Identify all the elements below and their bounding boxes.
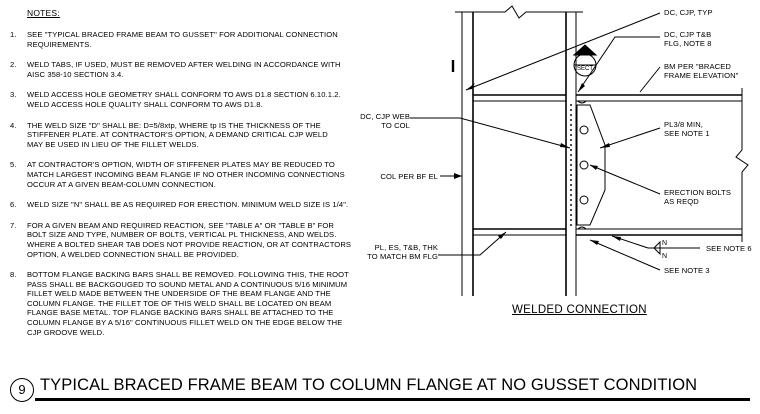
note-item: 6. WELD SIZE "N" SHALL BE AS REQUIRED FOR… (10, 200, 480, 210)
note-number: 5. (10, 160, 17, 170)
weld-size-n-top: N (662, 240, 667, 247)
label-dc-cjp-tb: DC, CJP T&B FLG, NOTE 8 (664, 30, 712, 49)
label-erection-bolts: ERECTION BOLTS AS REQD (664, 188, 732, 207)
leader-dc-cjp-tb (577, 36, 660, 93)
note-text: BOTTOM FLANGE BACKING BARS SHALL BE REMO… (27, 270, 349, 337)
arrow-dc-cjp-web (560, 143, 570, 148)
column-break-top (455, 5, 583, 19)
title-block: 9 TYPICAL BRACED FRAME BEAM TO COLUMN FL… (10, 372, 755, 406)
arrow-weld (612, 236, 621, 241)
notes-title: NOTES: (27, 8, 60, 18)
leader-see-note-3 (589, 239, 661, 271)
title-underline (35, 398, 750, 401)
arrow-see-note-3 (590, 240, 599, 245)
leader-bm-per (639, 66, 661, 93)
leader-pl-es (438, 231, 507, 256)
label-see-note-6: SEE NOTE 6 (706, 244, 752, 253)
shear-tab-plate (576, 104, 606, 226)
label-dc-cjp-web: DC, CJP WEB TO COL (360, 112, 410, 131)
note-item: 2. WELD TABS, IF USED, MUST BE REMOVED AF… (10, 60, 480, 79)
note-number: 7. (10, 220, 17, 230)
detail-number: 9 (10, 378, 34, 402)
arrow-erection-bolts (590, 165, 598, 170)
note-item: 4. THE WELD SIZE "D" SHALL BE: D=5/8xtp, … (10, 121, 480, 150)
note-number: 2. (10, 60, 17, 70)
leader-pl-min (599, 127, 661, 149)
erection-bolt-1 (579, 125, 589, 135)
label-dc-cjp-typ: DC, CJP, TYP (664, 8, 713, 17)
beam-break-line (735, 88, 749, 242)
erection-bolt-2 (579, 160, 589, 170)
note-number: 6. (10, 200, 17, 210)
detail-title: TYPICAL BRACED FRAME BEAM TO COLUMN FLAN… (40, 376, 698, 394)
note-number: 3. (10, 90, 17, 100)
note-text: SEE "TYPICAL BRACED FRAME BEAM TO GUSSET… (27, 30, 338, 49)
note-text: WELD TABS, IF USED, MUST BE REMOVED AFTE… (27, 60, 341, 79)
note-text: WELD ACCESS HOLE GEOMETRY SHALL CONFORM … (27, 90, 341, 109)
label-bm-per: BM PER "BRACED FRAME ELEVATION" (664, 62, 739, 81)
arrow-pl-es (498, 232, 506, 239)
note-item: 7. FOR A GIVEN BEAM AND REQUIRED REACTION… (10, 221, 480, 259)
section-marker-text: SECT (577, 66, 593, 72)
notes-list: 1. SEE "TYPICAL BRACED FRAME BEAM TO GUSS… (10, 30, 480, 337)
arrow-pl-min (600, 143, 610, 148)
caption-welded-connection: WELDED CONNECTION (512, 304, 647, 316)
weld-access-hole-bottom (577, 226, 587, 230)
note-item: 8. BOTTOM FLANGE BACKING BARS SHALL BE RE… (10, 270, 480, 337)
section-marker-arrow (572, 44, 598, 56)
note-number: 1. (10, 30, 17, 39)
label-col-per: COL PER BF EL (380, 172, 438, 181)
note-text: WELD SIZE "N" SHALL BE AS REQUIRED FOR E… (27, 200, 349, 210)
label-pl-min: PL3/8 MIN, SEE NOTE 1 (664, 120, 710, 139)
label-pl-es: PL, ES, T&B, THK TO MATCH BM FLG (367, 243, 438, 262)
note-item: 5. AT CONTRACTOR'S OPTION, WIDTH OF STIFF… (10, 160, 480, 189)
note-text: AT CONTRACTOR'S OPTION, WIDTH OF STIFFEN… (27, 160, 345, 189)
arrow-col-per (454, 173, 462, 179)
weld-size-n-bottom: N (662, 253, 667, 260)
erection-bolt-3 (579, 195, 589, 205)
note-number: 8. (10, 270, 17, 280)
notes-block: NOTES: 1. SEE "TYPICAL BRACED FRAME BEAM … (10, 8, 480, 348)
weld-fillet-symbol-top (652, 240, 661, 249)
note-text: THE WELD SIZE "D" SHALL BE: D=5/8xtp, WH… (27, 120, 328, 149)
weld-access-hole-top (577, 100, 587, 104)
leader-dc-cjp-typ (465, 12, 661, 91)
weld-fillet-symbol-bottom (652, 247, 661, 256)
label-see-note-3: SEE NOTE 3 (664, 266, 710, 275)
note-number: 4. (10, 120, 17, 130)
arrow-dc-cjp-tb (578, 83, 585, 92)
note-item: 3. WELD ACCESS HOLE GEOMETRY SHALL CONFOR… (10, 90, 480, 109)
leader-dc-cjp-web (410, 117, 571, 149)
note-item: 1. SEE "TYPICAL BRACED FRAME BEAM TO GUSS… (10, 30, 480, 49)
arrow-dc-cjp-typ (466, 83, 475, 90)
note-text: FOR A GIVEN BEAM AND REQUIRED REACTION, … (27, 220, 352, 259)
leader-erection-bolts (589, 164, 661, 195)
